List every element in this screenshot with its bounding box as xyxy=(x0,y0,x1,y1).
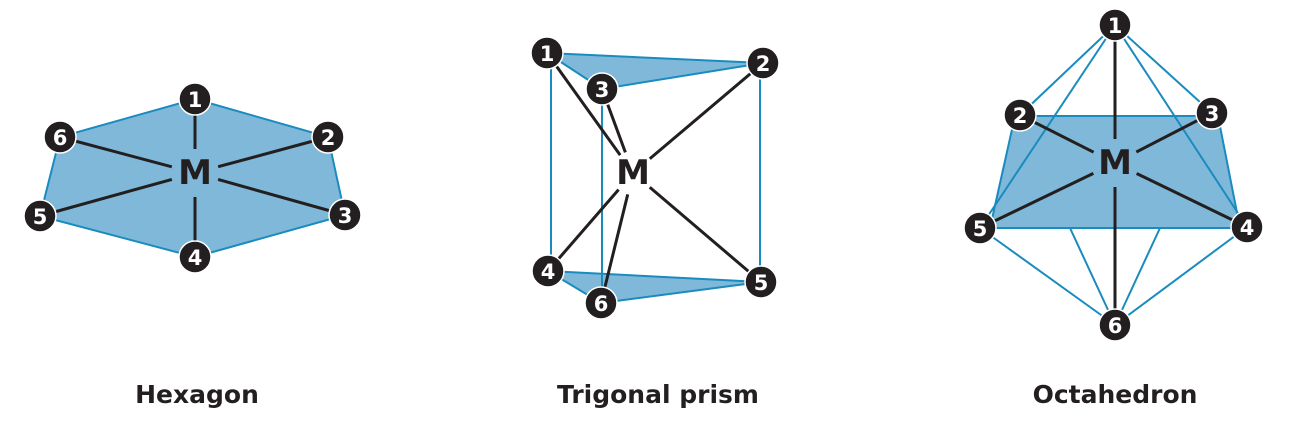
ligand-node-6: 6 xyxy=(43,120,77,154)
ligand-node-3: 3 xyxy=(585,72,619,106)
ligand-circle xyxy=(178,82,212,116)
ligand-circle xyxy=(963,211,997,245)
ligand-label: 1 xyxy=(540,42,555,66)
metal-ligand-bond xyxy=(217,178,346,217)
ligand-label: 5 xyxy=(33,205,48,229)
octahedron-edge xyxy=(979,227,1116,326)
ligand-circle xyxy=(530,36,564,70)
ligand-label: 2 xyxy=(756,52,771,76)
ligand-circle xyxy=(23,199,57,233)
ligand-node-6: 6 xyxy=(1098,308,1132,342)
octahedron-edge xyxy=(1114,24,1248,228)
metal-ligand-bond xyxy=(648,61,764,160)
ligand-label: 5 xyxy=(754,271,769,295)
ligand-label: 3 xyxy=(1205,102,1220,126)
ligand-circle xyxy=(531,254,565,288)
ligand-circle xyxy=(1098,308,1132,342)
trigonal-prism-geometry: M 1 2 3 4 5 6 xyxy=(530,36,780,320)
ligand-label: 2 xyxy=(321,126,336,150)
ligand-label: 4 xyxy=(1240,216,1255,240)
ligand-circle xyxy=(1003,98,1037,132)
prism-bottom-face xyxy=(547,270,762,305)
ligand-circle xyxy=(1230,210,1264,244)
ligand-circle xyxy=(1098,8,1132,42)
ligand-circle xyxy=(1195,96,1229,130)
ligand-circle xyxy=(311,120,345,154)
ligand-node-6: 6 xyxy=(584,286,618,320)
ligand-node-4: 4 xyxy=(531,254,565,288)
ligand-circle xyxy=(744,265,778,299)
metal-center-label: M xyxy=(1098,143,1132,183)
ligand-circle xyxy=(585,72,619,106)
ligand-label: 4 xyxy=(541,260,556,284)
ligand-label: 6 xyxy=(1108,314,1123,338)
metal-ligand-bond xyxy=(59,135,173,169)
ligand-node-3: 3 xyxy=(328,198,362,232)
metal-ligand-bond xyxy=(979,172,1095,230)
ligand-node-4: 4 xyxy=(178,240,212,274)
ligand-label: 4 xyxy=(188,246,203,270)
metal-ligand-bond xyxy=(545,52,622,156)
ligand-circle xyxy=(746,46,780,80)
ligand-node-2: 2 xyxy=(311,120,345,154)
metal-center-label: M xyxy=(178,153,212,193)
ligand-node-5: 5 xyxy=(963,211,997,245)
octahedron-edge xyxy=(979,24,1116,229)
ligand-label: 6 xyxy=(53,126,68,150)
octahedron-geometry: M 1 2 3 4 5 6 xyxy=(963,8,1264,342)
metal-ligand-bond xyxy=(648,186,762,284)
octahedron-edge xyxy=(1114,227,1161,326)
ligand-label: 2 xyxy=(1013,104,1028,128)
ligand-node-5: 5 xyxy=(744,265,778,299)
ligand-circle xyxy=(584,286,618,320)
octahedron-edge xyxy=(1069,227,1116,326)
ligand-circle xyxy=(43,120,77,154)
ligand-label: 1 xyxy=(188,88,203,112)
ligand-node-1: 1 xyxy=(530,36,564,70)
ligand-label: 3 xyxy=(595,78,610,102)
ligand-node-2: 2 xyxy=(746,46,780,80)
caption-hexagon: Hexagon xyxy=(135,380,259,409)
ligand-label: 3 xyxy=(338,204,353,228)
octahedron-edge xyxy=(1019,24,1116,116)
metal-ligand-bond xyxy=(546,188,620,272)
caption-trigonal-prism: Trigonal prism xyxy=(557,380,759,409)
metal-ligand-bond xyxy=(39,177,173,218)
metal-ligand-bond xyxy=(599,194,630,304)
octahedron-edge xyxy=(1114,24,1213,114)
ligand-label: 5 xyxy=(973,217,988,241)
ligand-node-2: 2 xyxy=(1003,98,1037,132)
ligand-label: 1 xyxy=(1108,14,1123,38)
metal-center-label: M xyxy=(616,153,650,193)
ligand-circle xyxy=(328,198,362,232)
ligand-node-4: 4 xyxy=(1230,210,1264,244)
caption-octahedron: Octahedron xyxy=(1032,380,1198,409)
ligand-node-1: 1 xyxy=(1098,8,1132,42)
ligand-circle xyxy=(178,240,212,274)
ligand-node-5: 5 xyxy=(23,199,57,233)
metal-ligand-bond xyxy=(217,135,329,169)
ligand-label: 6 xyxy=(594,292,609,316)
metal-ligand-bond xyxy=(1135,172,1248,229)
octahedron-edge xyxy=(1114,226,1248,326)
hexagon-geometry: M 1 2 3 4 5 6 xyxy=(23,82,362,274)
ligand-node-1: 1 xyxy=(178,82,212,116)
ligand-node-3: 3 xyxy=(1195,96,1229,130)
prism-top-face xyxy=(543,51,764,91)
